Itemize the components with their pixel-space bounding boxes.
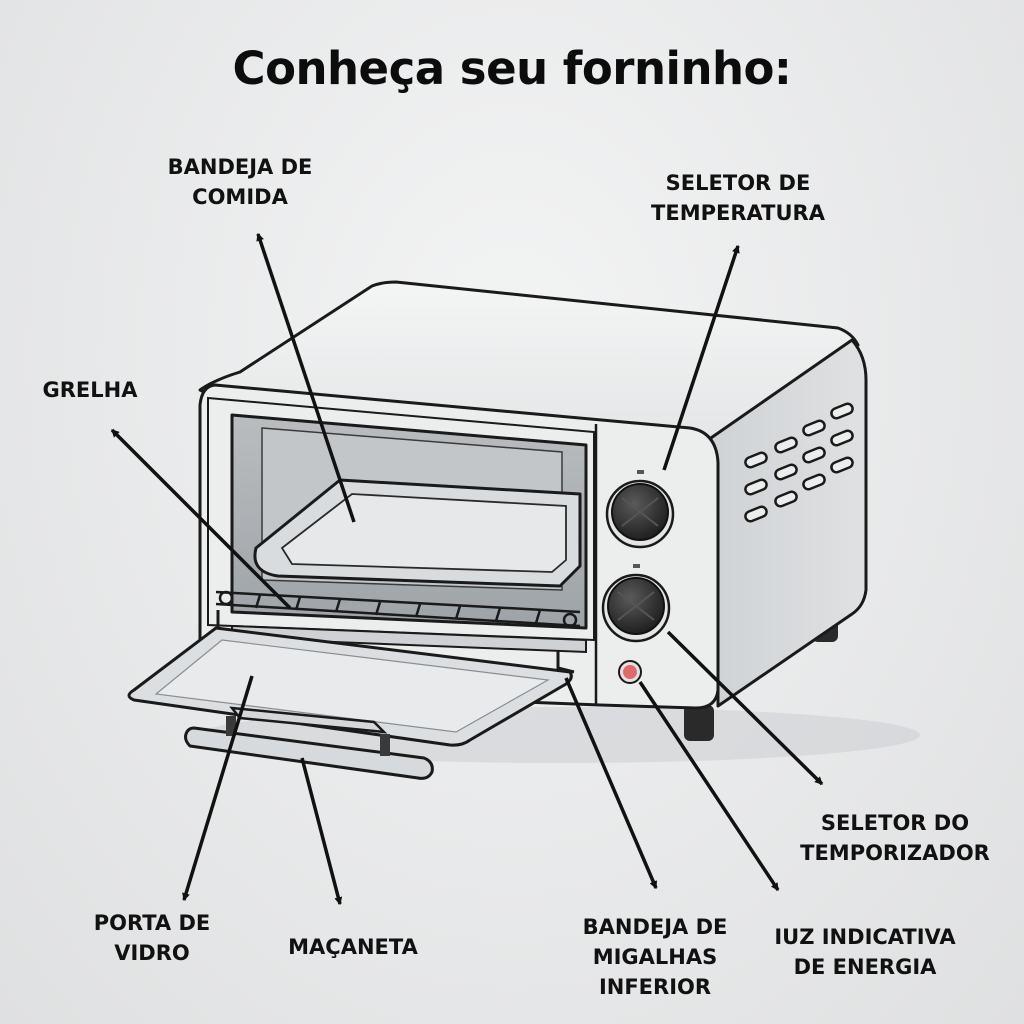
label-rack: GRELHA [42,378,138,402]
timer-knob [601,564,671,643]
arrow-handle [300,757,343,906]
handle-post [380,734,390,756]
temperature-knob [605,470,675,549]
arrow-temp-selector [662,244,740,471]
arrow-food-tray [256,232,356,523]
cavity-inner-frame [207,396,595,642]
label-glass-door: PORTA DE VIDRO [93,911,211,965]
oven-foot [684,705,714,741]
arrow-crumb-tray [564,677,658,890]
door-handle [184,726,434,780]
label-crumb-tray: BANDEJA DE MIGALHAS INFERIOR [582,915,728,999]
side-vents [744,402,854,523]
page-title: Conheça seu forninho: [232,42,792,95]
label-timer-selector: SELETOR DO TEMPORIZADOR [800,811,990,865]
power-light [618,660,642,684]
callout-arrows [110,232,824,906]
arrow-glass-door [182,675,254,902]
arrow-timer-selector [666,630,824,786]
label-food-tray: BANDEJA DE COMIDA [167,155,313,209]
arrow-power-light [638,681,780,891]
label-temperature-selector: SELETOR DE TEMPERATURA [651,171,825,225]
arrow-rack [110,428,292,610]
label-power-light: IUZ INDICATIVA DE ENERGIA [774,925,956,979]
handle-bracket [229,706,388,734]
label-handle: MAÇANETA [288,935,418,959]
glass-door-pane [154,639,550,733]
handle-post [226,716,236,736]
